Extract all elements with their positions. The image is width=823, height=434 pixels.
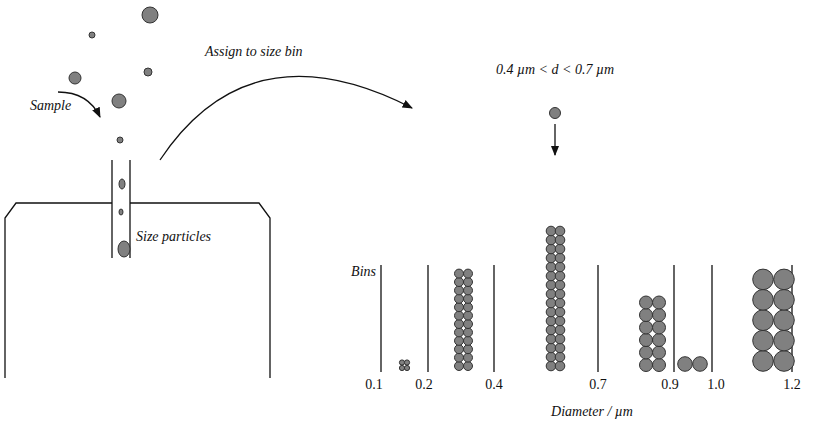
particle-stacks (399, 226, 794, 371)
range-label: 0.4 µm < d < 0.7 µm (496, 62, 614, 78)
tick-label: 1.0 (707, 377, 725, 393)
tick-label: 0.2 (415, 377, 433, 393)
instrument-label: Size particles (136, 229, 211, 245)
falling-particles (69, 7, 158, 143)
tick-label: 0.1 (365, 377, 383, 393)
particle (550, 108, 561, 119)
axis-title: Bins (351, 264, 376, 280)
assign-arrow (160, 76, 412, 160)
bin-dividers (381, 265, 792, 372)
step-label: Assign to size bin (205, 44, 303, 60)
drop-arrow (554, 124, 555, 155)
sample-tube (112, 160, 130, 258)
caption-text: Size particles (136, 229, 211, 245)
axis-title: Diameter / µm (551, 404, 633, 420)
tick-label: 0.7 (589, 377, 607, 393)
step-label: Sample (30, 98, 71, 114)
tick-label: 0.4 (485, 377, 503, 393)
instrument-housing (5, 203, 270, 378)
tick-label: 1.2 (783, 377, 801, 393)
tick-label: 0.9 (661, 377, 679, 393)
